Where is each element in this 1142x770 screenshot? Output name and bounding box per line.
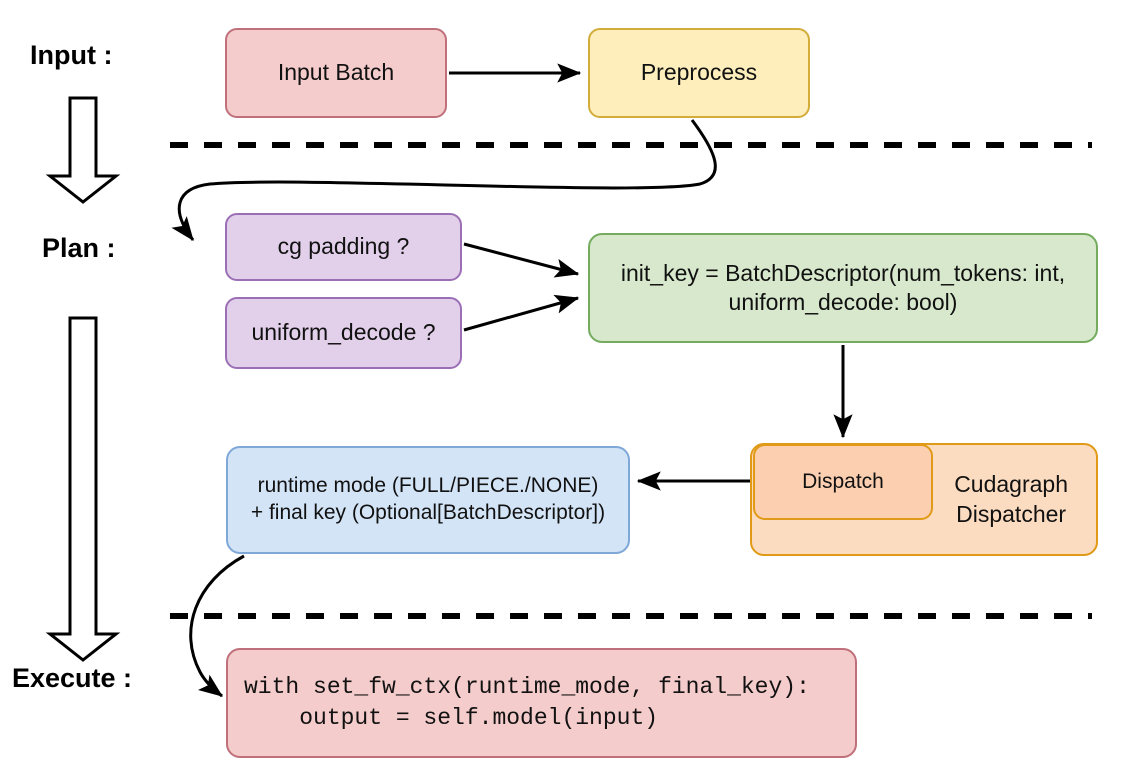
node-preprocess[interactable]: Preprocess: [588, 28, 810, 118]
edge-cg-padding-to-init-key: [463, 242, 580, 278]
node-uniform-decode[interactable]: uniform_decode ?: [225, 297, 462, 369]
node-cudagraph-dispatcher-label: Cudagraph Dispatcher: [954, 471, 1068, 527]
node-uniform-decode-label: uniform_decode ?: [251, 319, 436, 346]
stage-arrow-input-to-plan: [45, 96, 121, 204]
node-runtime-mode-label: runtime mode (FULL/PIECE./NONE) + final …: [250, 474, 606, 524]
node-execute-code[interactable]: with set_fw_ctx(runtime_mode, final_key)…: [226, 648, 857, 758]
node-cg-padding[interactable]: cg padding ?: [225, 213, 462, 281]
node-dispatch[interactable]: Dispatch: [753, 444, 933, 520]
node-input-batch[interactable]: Input Batch: [225, 28, 447, 118]
stage-label-plan: Plan :: [42, 233, 116, 263]
node-execute-code-label: with set_fw_ctx(runtime_mode, final_key)…: [244, 673, 810, 731]
edge-uniform-decode-to-init-key: [463, 294, 580, 332]
node-runtime-mode[interactable]: runtime mode (FULL/PIECE./NONE) + final …: [226, 446, 630, 554]
node-dispatch-label: Dispatch: [802, 469, 884, 493]
node-init-key-label: init_key = BatchDescriptor(num_tokens: i…: [620, 259, 1066, 315]
node-preprocess-label: Preprocess: [640, 59, 758, 86]
node-cg-padding-label: cg padding ?: [277, 233, 410, 260]
stage-arrow-plan-to-execute: [45, 316, 121, 662]
stage-label-execute: Execute :: [12, 663, 133, 693]
node-init-key[interactable]: init_key = BatchDescriptor(num_tokens: i…: [588, 233, 1098, 343]
stage-label-input: Input :: [30, 40, 113, 70]
node-input-batch-label: Input Batch: [277, 59, 395, 86]
